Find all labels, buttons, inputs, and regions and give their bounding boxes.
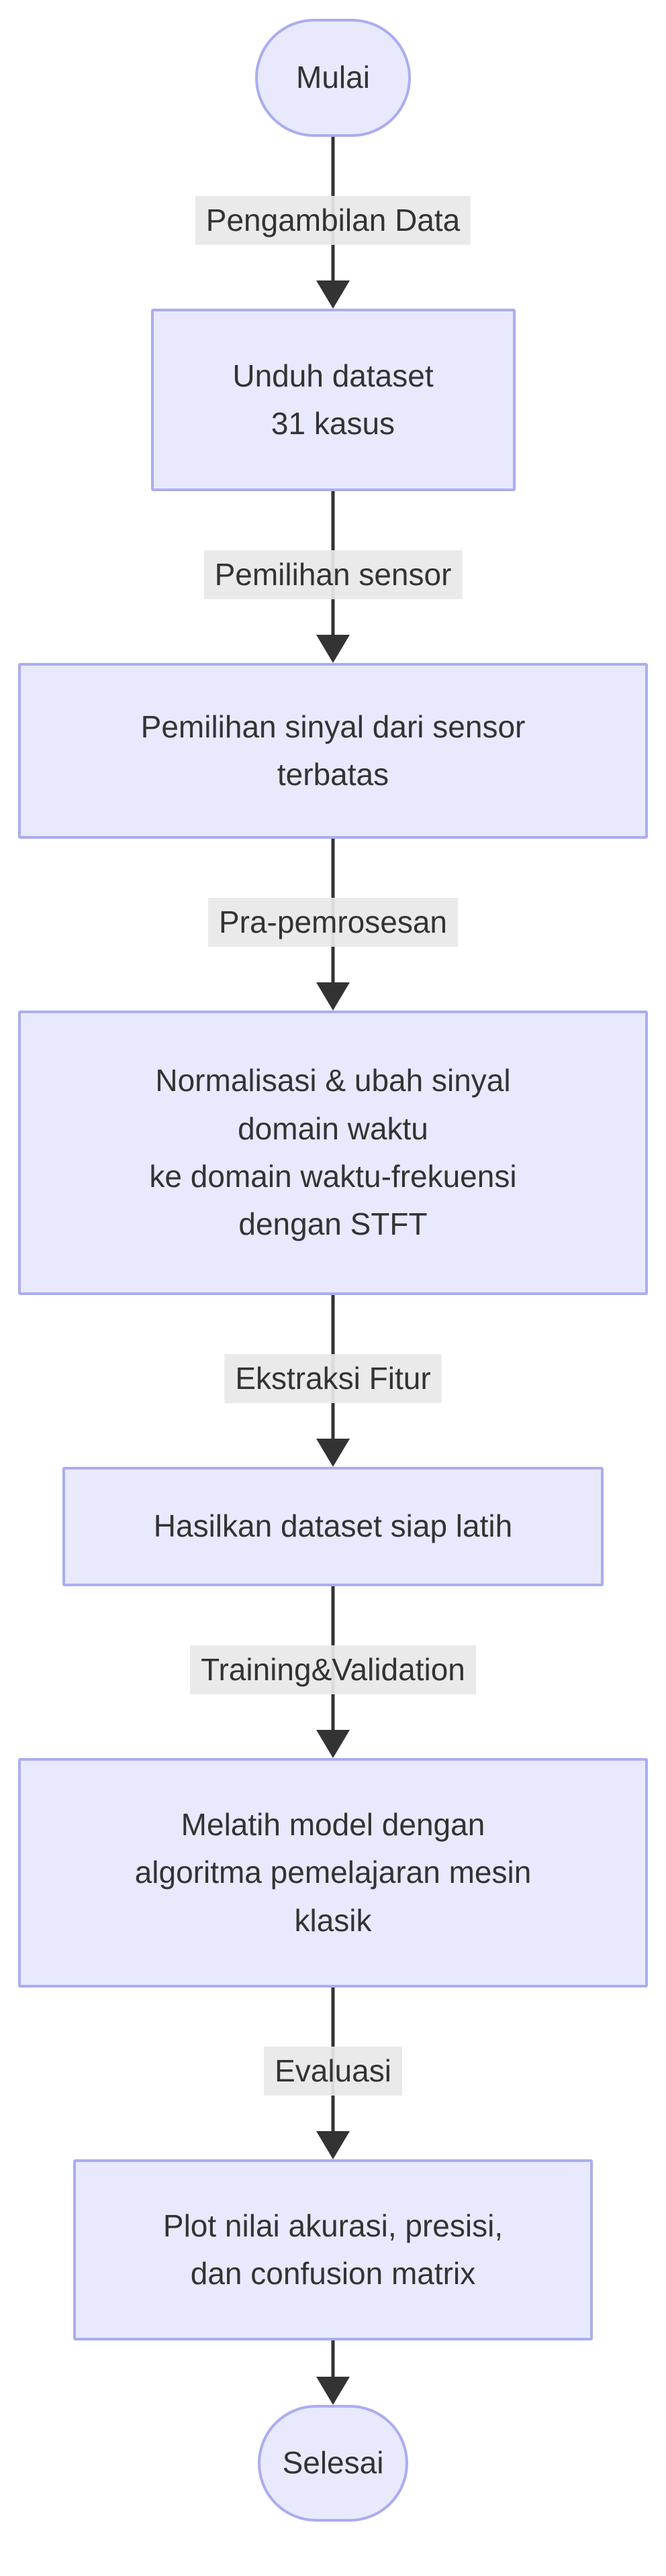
node-sensor-signal-selection: Pemilihan sinyal dari sensor terbatas bbox=[18, 663, 648, 839]
edge-start-to-download: Pengambilan Data bbox=[0, 137, 666, 309]
node-start-label: Mulai bbox=[296, 60, 370, 95]
node-train-ready-dataset: Hasilkan dataset siap latih bbox=[62, 1467, 604, 1586]
node-download-dataset-label: Unduh dataset 31 kasus bbox=[232, 358, 434, 441]
edge-label-training-validation: Training&Validation bbox=[190, 1645, 476, 1694]
edge-label-pra-pemrosesan: Pra-pemrosesan bbox=[207, 898, 459, 947]
edge-label-evaluasi: Evaluasi bbox=[264, 2047, 402, 2096]
node-download-dataset: Unduh dataset 31 kasus bbox=[150, 309, 516, 491]
arrowhead-icon bbox=[316, 280, 350, 309]
node-normalize-stft-label: Normalisasi & ubah sinyal domain waktu k… bbox=[149, 1063, 517, 1242]
node-train-model-label: Melatih model dengan algoritma pemelajar… bbox=[134, 1807, 532, 1938]
arrowhead-icon bbox=[316, 982, 350, 1011]
arrowhead-icon bbox=[316, 635, 350, 663]
node-end-label: Selesai bbox=[282, 2445, 384, 2481]
node-train-ready-dataset-label: Hasilkan dataset siap latih bbox=[153, 1508, 513, 1544]
edge-download-to-sensor: Pemilihan sensor bbox=[0, 491, 666, 663]
arrowhead-icon bbox=[316, 2377, 350, 2405]
node-plot-results: Plot nilai akurasi, presisi, dan confusi… bbox=[73, 2159, 593, 2340]
node-sensor-signal-selection-label: Pemilihan sinyal dari sensor terbatas bbox=[140, 709, 526, 792]
edge-plot-to-end bbox=[0, 2340, 666, 2405]
edge-label-pemilihan-sensor: Pemilihan sensor bbox=[203, 550, 463, 599]
edge-dataset-to-training: Training&Validation bbox=[0, 1586, 666, 1758]
edge-label-ekstraksi-fitur: Ekstraksi Fitur bbox=[224, 1354, 442, 1403]
edge-label-pengambilan-data: Pengambilan Data bbox=[195, 196, 471, 245]
edge-training-to-evaluation: Evaluasi bbox=[0, 1988, 666, 2159]
arrowhead-icon bbox=[316, 1730, 350, 1758]
node-plot-results-label: Plot nilai akurasi, presisi, dan confusi… bbox=[162, 2208, 504, 2291]
node-start: Mulai bbox=[255, 19, 411, 137]
edge-preprocess-to-dataset: Ekstraksi Fitur bbox=[0, 1295, 666, 1467]
arrowhead-icon bbox=[316, 2131, 350, 2159]
edge-sensor-to-preprocess: Pra-pemrosesan bbox=[0, 839, 666, 1011]
node-normalize-stft: Normalisasi & ubah sinyal domain waktu k… bbox=[18, 1011, 648, 1295]
node-train-model: Melatih model dengan algoritma pemelajar… bbox=[18, 1758, 648, 1988]
arrowhead-icon bbox=[316, 1439, 350, 1467]
edge-line bbox=[331, 2340, 335, 2378]
node-end: Selesai bbox=[258, 2405, 408, 2522]
